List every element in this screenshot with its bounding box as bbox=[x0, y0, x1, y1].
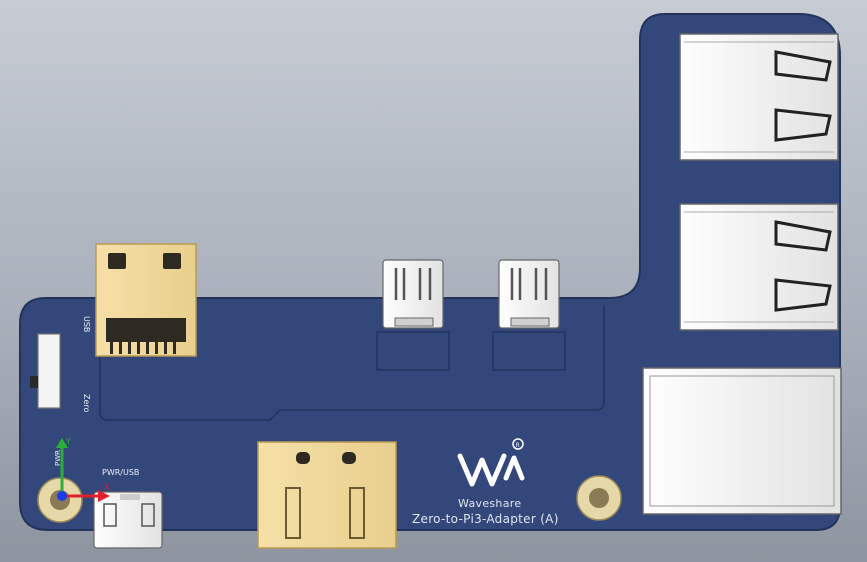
zero-silk-label: Zero bbox=[82, 394, 91, 413]
pwr-usb-label: PWR/USB bbox=[102, 468, 140, 477]
usb-silk-label: USB bbox=[82, 316, 91, 332]
micro-sd-connector bbox=[95, 243, 197, 357]
mounting-hole-right bbox=[576, 475, 622, 521]
usb-a-port-upper bbox=[679, 33, 839, 161]
pwr-silk-label: PWR bbox=[54, 450, 62, 466]
waveshare-logo bbox=[457, 438, 525, 487]
usb-a-port-lower bbox=[679, 203, 839, 331]
slide-switch bbox=[30, 333, 61, 409]
cad-axis-triad bbox=[56, 438, 110, 502]
axis-x-label: X bbox=[104, 483, 110, 492]
ethernet-jack bbox=[642, 367, 842, 515]
hdmi-connector bbox=[257, 441, 397, 549]
product-name: Zero-to-Pi3-Adapter (A) bbox=[412, 512, 559, 526]
micro-usb-port-left bbox=[376, 259, 450, 371]
micro-usb-port-right bbox=[492, 259, 566, 371]
pcb-board bbox=[19, 13, 841, 531]
axis-y-label: Y bbox=[65, 437, 71, 446]
registered-mark: R bbox=[516, 442, 520, 449]
brand-name: Waveshare bbox=[458, 497, 522, 510]
micro-usb-power-port bbox=[93, 491, 163, 549]
keepout-outline bbox=[99, 305, 605, 421]
